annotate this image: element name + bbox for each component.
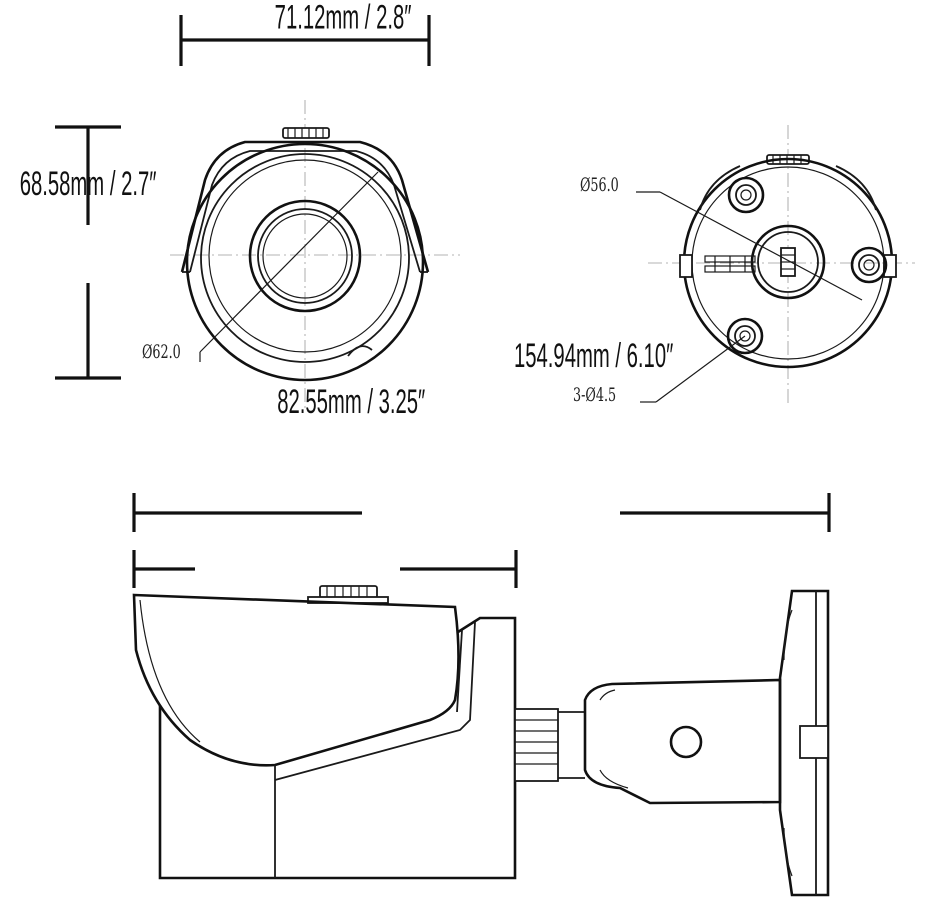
total-length-label: 154.94mm / 6.10″ — [514, 337, 673, 375]
front-view — [170, 100, 460, 410]
side-view — [132, 585, 830, 897]
front-width-dimension: 71.12mm / 2.8″ — [179, 0, 431, 66]
body-length-dimension: 82.55mm / 3.25″ — [132, 383, 518, 588]
lens-diameter-callout: Ø62.0 — [142, 341, 181, 363]
front-height-label: 68.58mm / 2.7″ — [20, 164, 157, 202]
body-length-label: 82.55mm / 3.25″ — [277, 383, 425, 421]
mount-holes-callout: 3-Ø4.5 — [573, 384, 616, 406]
mount-hole-right — [850, 246, 888, 284]
total-length-dimension: 154.94mm / 6.10″ — [132, 337, 831, 532]
mount-hole-bottom — [726, 317, 764, 355]
mount-hole-top — [727, 176, 765, 214]
mount-diameter-callout: Ø56.0 — [580, 174, 619, 196]
front-height-dimension: 68.58mm / 2.7″ — [20, 125, 157, 380]
front-width-label: 71.12mm / 2.8″ — [275, 0, 412, 36]
mount-view — [636, 125, 915, 405]
